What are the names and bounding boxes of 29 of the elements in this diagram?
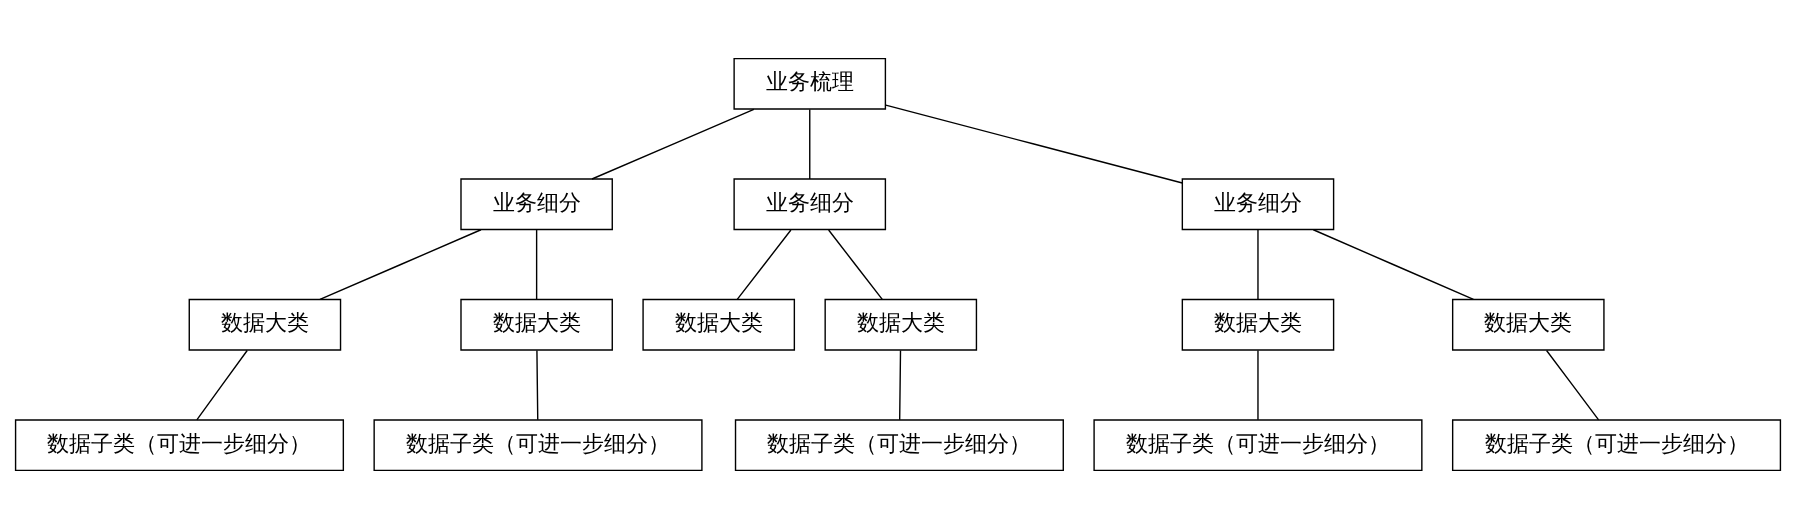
- connector: [898, 349, 902, 421]
- node-box: 数据大类: [1181, 298, 1335, 351]
- node-box: 业务梳理: [733, 57, 887, 110]
- connector: [536, 349, 539, 421]
- connector: [319, 228, 482, 300]
- node-box: 数据子类（可进一步细分）: [373, 418, 703, 471]
- node-box: 数据子类（可进一步细分）: [734, 418, 1064, 471]
- node-box: 数据子类（可进一步细分）: [1451, 418, 1782, 471]
- connector: [809, 108, 811, 180]
- connector: [736, 228, 792, 300]
- node-box: 数据大类: [460, 298, 613, 351]
- node-box: 数据大类: [642, 298, 796, 351]
- node-box: 数据大类: [1451, 298, 1605, 351]
- node-box: 业务细分: [460, 177, 613, 230]
- connector: [591, 108, 755, 180]
- connector: [196, 349, 248, 421]
- node-box: 数据大类: [188, 298, 342, 351]
- connector: [1257, 228, 1259, 300]
- node-box: 业务细分: [1181, 177, 1335, 230]
- node-box: 数据大类: [824, 298, 978, 351]
- connector: [1545, 349, 1600, 421]
- node-box: 业务细分: [733, 177, 887, 230]
- connector: [1312, 228, 1475, 300]
- connector: [1257, 349, 1259, 421]
- node-box: 数据子类（可进一步细分）: [1093, 418, 1423, 471]
- connector: [885, 103, 1183, 184]
- connector: [535, 228, 538, 300]
- node-box: 数据子类（可进一步细分）: [14, 418, 345, 471]
- connector: [827, 228, 883, 300]
